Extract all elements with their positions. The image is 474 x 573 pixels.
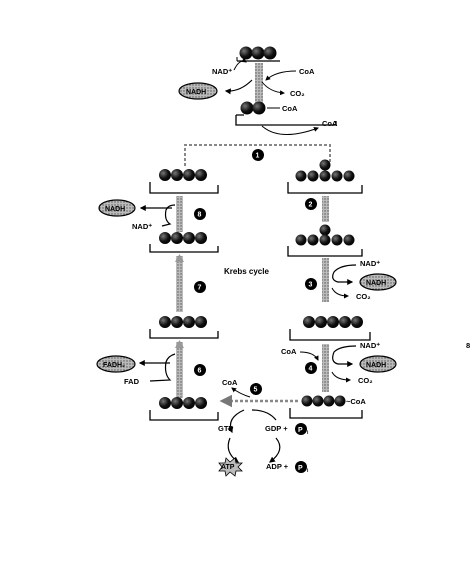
step-4-badge [305, 362, 317, 374]
enzyme-bracket-top [235, 114, 337, 126]
coa-label: CoA [299, 67, 315, 76]
coa-out-label: CoA [322, 119, 338, 128]
pathway-arrow-top [255, 63, 263, 108]
alpha-ketoglutarate-molecule [303, 316, 363, 328]
page-mark: 8 [466, 341, 470, 350]
nadh-oval [178, 82, 218, 100]
pi-sub-bottom: i [307, 468, 309, 474]
coa-label-step4: CoA [281, 347, 297, 356]
nad-plus-label: NAD⁺ [212, 67, 232, 76]
pi-sub-top: i [307, 430, 309, 436]
enzyme-bracket-citrate [287, 182, 363, 194]
co2-label: CO₂ [290, 89, 305, 98]
enzyme-bracket-isocitrate [287, 246, 363, 257]
step-8-number: 8 [198, 212, 202, 219]
enzyme-bracket-fumarate [149, 329, 219, 339]
pi-letter-bottom: P [298, 465, 303, 472]
nadh-label-step3: NADH [366, 280, 386, 287]
succinyl-coa-molecule [301, 395, 346, 407]
citrate-molecule [295, 159, 355, 182]
step-6-badge [194, 364, 206, 376]
oxaloacetate-molecule [159, 169, 207, 181]
nad-plus-label-step8: NAD⁺ [132, 222, 152, 231]
nadh-label: NADH [186, 89, 206, 96]
enzyme-bracket-oxaloacetate [149, 182, 219, 194]
pi-letter-top: P [298, 427, 303, 434]
gtp-label: GTP [218, 424, 233, 433]
enzyme-bracket-ketoglutarate [289, 329, 371, 341]
step-8-badge [194, 208, 206, 220]
fumarate-molecule [159, 316, 207, 328]
acetyl-coa-molecule [240, 101, 280, 115]
co2-label-step3: CO₂ [356, 292, 371, 301]
isocitrate-molecule [295, 224, 355, 246]
step-7-badge [194, 281, 206, 293]
malate-molecule [159, 232, 207, 244]
step-6-number: 6 [198, 368, 202, 375]
acetyl-coa-label: CoA [282, 104, 298, 113]
atp-burst [218, 457, 243, 477]
step-3-badge [305, 278, 317, 290]
nadh-label-step8: NADH [105, 206, 125, 213]
nadh-oval-step8 [98, 199, 136, 217]
pathway-arrow-6 [176, 342, 183, 398]
nadh-oval-step4 [359, 355, 397, 373]
nad-plus-label-step4: NAD⁺ [360, 341, 380, 350]
fadh2-label: FADH₂ [103, 362, 125, 369]
step-2-badge [305, 198, 317, 210]
pathway-arrow-8 [176, 196, 183, 232]
enzyme-bracket-succinate [149, 410, 219, 421]
fad-label: FAD [124, 377, 140, 386]
fadh2-oval [96, 355, 136, 373]
pathway-arrow-2 [322, 196, 329, 222]
enzyme-bracket-succinyl [289, 408, 363, 419]
succinyl-coa-label: ~CoA [346, 397, 366, 406]
succinate-molecule [159, 397, 207, 409]
coa-label-step5: CoA [222, 378, 238, 387]
nadh-oval-step3 [359, 273, 397, 291]
enzyme-bracket-malate [149, 244, 219, 253]
pathway-arrow-3 [322, 258, 329, 302]
step-2-number: 2 [309, 202, 313, 209]
step-5-badge [250, 383, 262, 395]
pathway-arrow-7 [176, 256, 183, 312]
nadh-label-step4: NADH [366, 362, 386, 369]
krebs-cycle-title: Krebs cycle [224, 267, 269, 276]
co2-label-step4: CO₂ [358, 376, 373, 385]
step-3-number: 3 [309, 282, 313, 289]
pi-badge-bottom [295, 461, 307, 473]
step-5-number: 5 [254, 387, 258, 394]
step-1-badge [252, 149, 264, 161]
adp-label: ADP + [266, 462, 289, 471]
step-1-number: 1 [256, 153, 260, 160]
pyruvate-molecule [236, 46, 280, 62]
cycle-entry-path [184, 144, 331, 166]
pi-badge-top [295, 423, 307, 435]
step-4-number: 4 [309, 366, 313, 373]
nad-plus-label-step3: NAD⁺ [360, 259, 380, 268]
step-7-number: 7 [198, 285, 202, 292]
atp-label: ATP [221, 464, 235, 471]
gdp-label: GDP + [265, 424, 288, 433]
pathway-arrow-4 [322, 344, 329, 392]
